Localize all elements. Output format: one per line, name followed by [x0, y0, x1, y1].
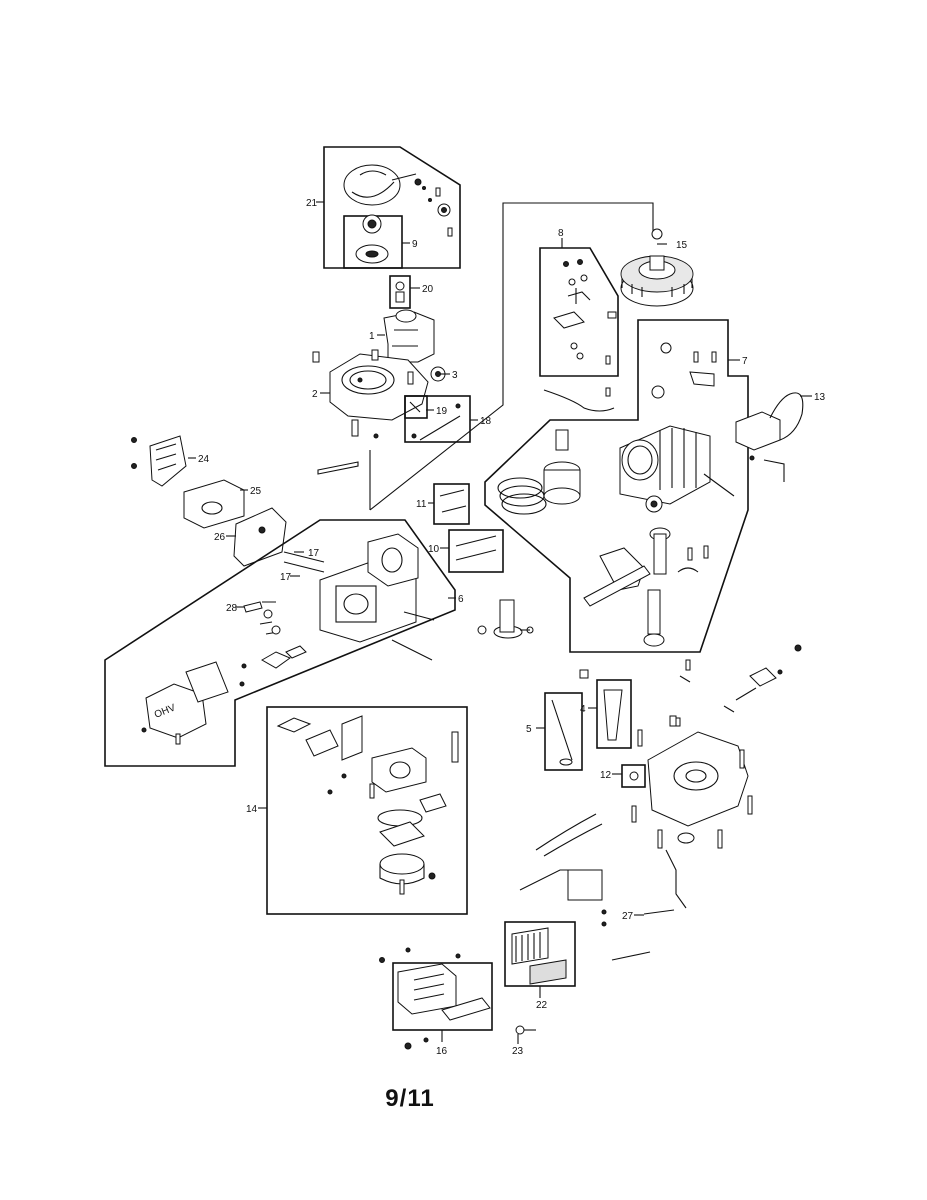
part-23-knob: [515, 1025, 525, 1035]
callout-1: 1: [369, 331, 375, 342]
callout-17-upper: 17: [308, 548, 320, 559]
callout-8: 8: [558, 228, 564, 239]
callout-23: 23: [512, 1046, 524, 1057]
callout-17-lower: 17: [280, 572, 292, 583]
part-18-box: [404, 395, 471, 443]
cylinder-head-group-box: [104, 519, 456, 767]
governor-parts: [579, 644, 802, 727]
callout-12: 12: [600, 770, 612, 781]
callout-5: 5: [526, 724, 532, 735]
callout-4: 4: [580, 704, 586, 715]
air-cleaner-parts: [379, 947, 491, 1050]
callout-13: 13: [814, 392, 826, 403]
cylinder-head: OHV: [141, 533, 435, 745]
leader-line: [369, 202, 654, 511]
carburetor-group-box: [266, 706, 468, 915]
callout-27: 27: [622, 911, 634, 922]
dipstick: [551, 699, 573, 761]
callout-2: 2: [312, 389, 318, 400]
page-number: 9/11: [385, 1085, 435, 1112]
callout-9: 9: [412, 239, 418, 250]
ignition-coil: [703, 392, 804, 497]
callout-6: 6: [458, 594, 464, 605]
part-19-box: [404, 395, 428, 419]
crankcase-cover: [631, 717, 753, 849]
callout-10: 10: [428, 544, 440, 555]
piston-and-rings: [497, 429, 581, 515]
callout-21: 21: [306, 198, 318, 209]
filter-element: [511, 927, 567, 985]
callout-7: 7: [742, 356, 748, 367]
engine-block-group-box: [484, 319, 749, 653]
callout-24: 24: [198, 454, 210, 465]
callout-3: 3: [452, 370, 458, 381]
callout-26: 26: [214, 532, 226, 543]
callout-20: 20: [422, 284, 434, 295]
callout-18: 18: [480, 416, 492, 427]
flywheel: [620, 228, 694, 307]
part-20-box: [389, 275, 411, 309]
callout-22: 22: [536, 1000, 548, 1011]
callout-numbers: 21 9 20 1 2 3 19 18 15 8 7 13 24 25 26 1…: [198, 198, 826, 1057]
camshaft-gear: [477, 599, 534, 639]
callout-28: 28: [226, 603, 238, 614]
callout-16: 16: [436, 1046, 448, 1057]
callout-19: 19: [436, 406, 448, 417]
crankshaft-and-rod: [583, 527, 709, 647]
blower-housing-assembly: [312, 309, 446, 475]
callout-25: 25: [250, 486, 262, 497]
callout-15: 15: [676, 240, 688, 251]
part-20-fitting: [395, 281, 405, 291]
oil-fill-tube: [603, 689, 623, 741]
callout-11: 11: [416, 499, 427, 510]
carburetor-parts: [276, 715, 459, 895]
ignition-small-parts: [543, 259, 617, 412]
spark-plug: [243, 601, 263, 613]
cylinder-block: [619, 342, 717, 513]
recoil-starter-group: [323, 146, 461, 269]
throttle-linkage: [519, 813, 687, 961]
part-11-box: [433, 483, 470, 525]
part-10-box: [448, 529, 504, 573]
callout-leaders: [188, 201, 812, 1044]
part-5-box: [544, 692, 583, 771]
callout-14: 14: [246, 804, 258, 815]
part-8-box: [539, 247, 619, 377]
part-4-box: [596, 679, 632, 749]
part-12-box: [621, 764, 646, 788]
